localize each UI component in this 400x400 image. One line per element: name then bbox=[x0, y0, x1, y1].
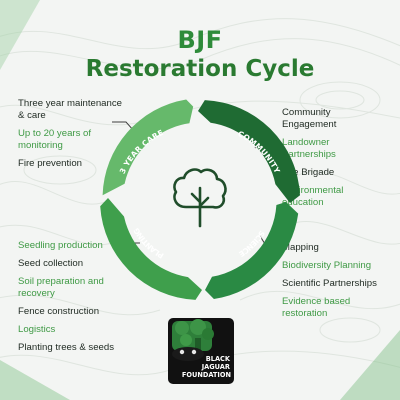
title-line-1: BJF bbox=[177, 26, 223, 54]
list-item: Three year maintenance & care bbox=[18, 98, 122, 121]
logo-line-3: FOUNDATION bbox=[181, 371, 231, 379]
list-item: Community Engagement bbox=[282, 107, 337, 130]
list-item: Mapping bbox=[282, 242, 319, 253]
list-item: Environmental education bbox=[282, 185, 344, 208]
science-arc bbox=[205, 202, 299, 299]
list-item: Fire Brigade bbox=[282, 167, 335, 178]
jaguar-icon bbox=[172, 319, 214, 361]
list-item: Fence construction bbox=[18, 306, 100, 317]
segment-science: SCIENCE bbox=[205, 202, 299, 299]
list-item: Seed collection bbox=[18, 258, 84, 269]
list-science: Mapping Biodiversity Planning Scientific… bbox=[282, 242, 386, 326]
list-item: Soil preparation and recovery bbox=[18, 276, 104, 299]
list-item: Planting trees & seeds bbox=[18, 342, 114, 353]
tree-icon bbox=[173, 168, 227, 228]
list-community: Community Engagement Landowner Partnersh… bbox=[282, 107, 382, 215]
black-jaguar-foundation-logo: BLACK JAGUAR FOUNDATION bbox=[168, 318, 234, 384]
list-item: Evidence based restoration bbox=[282, 296, 351, 319]
list-item: Scientific Partnerships bbox=[282, 278, 377, 289]
logo-line-2: JAGUAR bbox=[201, 363, 230, 371]
list-item: Logistics bbox=[18, 324, 56, 335]
community-arc bbox=[198, 100, 300, 203]
segment-community: COMMUNITY bbox=[198, 100, 300, 203]
segment-care: 3 YEAR CARE bbox=[102, 99, 194, 196]
list-care: Three year maintenance & care Up to 20 y… bbox=[18, 98, 128, 176]
logo-line-1: BLACK bbox=[205, 355, 230, 363]
title-line-2: Restoration Cycle bbox=[85, 56, 315, 82]
list-item: Up to 20 years of monitoring bbox=[18, 128, 92, 151]
list-item: Fire prevention bbox=[18, 158, 82, 169]
list-item: Biodiversity Planning bbox=[282, 260, 372, 271]
segment-planting: PLANTING bbox=[100, 198, 202, 300]
care-arc bbox=[102, 99, 194, 196]
list-planting: Seedling production Seed collection Soil… bbox=[18, 240, 136, 360]
list-item: Seedling production bbox=[18, 240, 103, 251]
list-item: Landowner Partnerships bbox=[282, 137, 336, 160]
planting-arc bbox=[100, 198, 202, 300]
